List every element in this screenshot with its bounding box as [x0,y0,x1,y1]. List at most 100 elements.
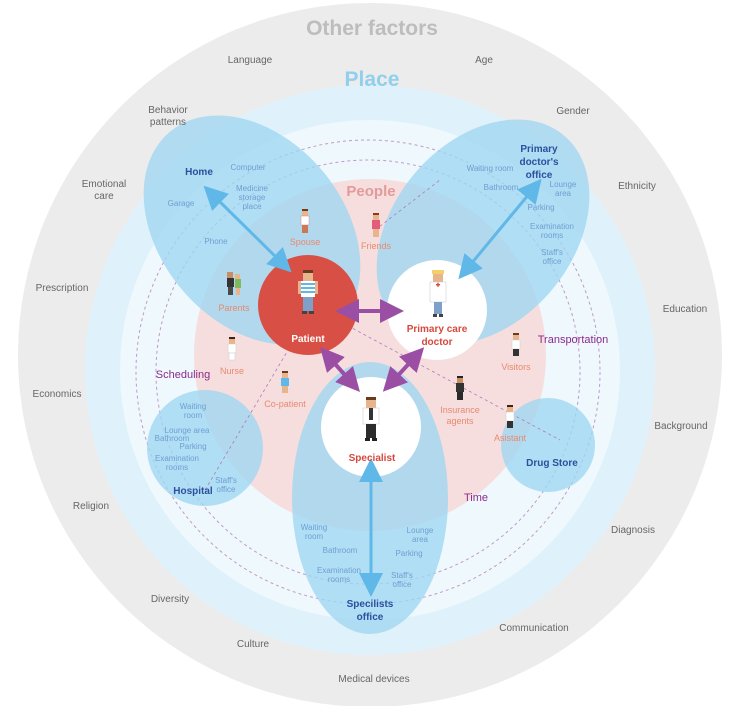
factor-language: Language [228,55,273,66]
hospital-blob [147,390,263,506]
home-medicine-storage: Medicine [236,184,269,193]
factor-emotional-care: Emotional [82,179,126,190]
home-patient-arrow [203,185,292,273]
factor-communication: Communication [499,623,568,634]
specialist-staff-office: Staff's [391,571,413,580]
core-patient: Patient [291,334,325,345]
specialist-figure-icon [362,397,380,441]
hospital-bathroom: Bathroom [155,434,190,443]
office-examination-rooms: Examination [530,222,574,231]
person-figure-icon [511,333,521,356]
factor-education: Education [663,304,707,315]
factor-diagnosis: Diagnosis [611,525,655,536]
people-title: People [346,183,395,200]
office-parking: Parking [527,203,554,212]
outer-dashed-orbit [135,139,601,605]
people-co-patient: Co-patient [264,399,306,409]
place-specialist-office: Specilists [347,599,394,610]
people-parents: Parents [218,303,250,313]
specialist-waiting-room: room [305,532,324,541]
person-figure-icon [227,272,241,295]
office-bathroom: Bathroom [484,183,519,192]
people-insurance-agents: agents [446,416,474,426]
specialist-waiting-room: Waiting [301,523,327,532]
process-scheduling: Scheduling [156,369,210,381]
office-staff-office: Staff's [541,248,563,257]
place-home: Home [185,167,213,178]
place-drug-store: Drug Store [526,458,578,469]
factor-ethnicity: Ethnicity [618,181,656,192]
people-visitors: Visitors [501,362,531,372]
factor-emotional-care: care [94,191,114,202]
core-primary-care-doctor: Primary care [407,324,468,335]
specialist-bathroom: Bathroom [323,546,358,555]
process-transportation: Transportation [538,334,609,346]
hospital-staff-office: Staff's [215,476,237,485]
core-specialist: Specialist [349,453,396,464]
person-figure-icon [505,405,515,428]
patient-specialist-arrow [320,347,360,392]
office-lounge-area: area [555,189,572,198]
people-insurance-agents: Insurance [440,405,480,415]
factor-background: Background [654,421,707,432]
place-specialist-office: office [357,612,384,623]
factor-behavior-patterns: patterns [150,117,186,128]
place-primary-office: doctor's [519,157,558,168]
factor-economics: Economics [33,389,82,400]
relation-line [374,179,441,231]
home-medicine-storage: place [242,202,262,211]
specialist-lounge-area: Lounge [407,526,434,535]
hospital-waiting-room: room [184,411,203,420]
place-primary-office: Primary [520,144,558,155]
office-doctor-arrow [458,178,542,280]
person-figure-icon [300,209,310,233]
place-hospital: Hospital [173,486,213,497]
patient-figure-icon [298,270,318,314]
office-lounge-area: Lounge [550,180,577,189]
person-figure-icon [372,213,380,237]
doctor-figure-icon [429,270,447,317]
factor-prescription: Prescription [36,283,89,294]
hospital-examination-rooms: rooms [166,463,188,472]
people-spouse: Spouse [290,237,321,247]
factor-medical-devices: Medical devices [338,674,409,685]
people-friends: Friends [361,241,392,251]
hospital-waiting-room: Waiting [180,402,206,411]
factor-age: Age [475,55,493,66]
factor-diversity: Diversity [151,594,189,605]
office-waiting-room: Waiting room [467,164,514,173]
hospital-examination-rooms: Examination [155,454,199,463]
factor-culture: Culture [237,639,270,650]
specialist-parking: Parking [395,549,422,558]
specialist-examination-rooms: Examination [317,566,361,575]
drug-store-blob [501,398,595,492]
office-staff-office: office [543,257,563,266]
specialist-lounge-area: area [412,535,429,544]
person-figure-icon [227,337,237,361]
specialist-staff-office: office [393,580,413,589]
place-primary-office: office [526,170,553,181]
home-computer: Computer [230,163,265,172]
factor-gender: Gender [556,106,590,117]
doctor-specialist-arrow [382,347,425,392]
hospital-lounge-area: Lounge area [165,426,210,435]
people-asistant: Asistant [494,433,527,443]
person-figure-icon [456,376,464,400]
home-garage: Garage [168,199,195,208]
factor-behavior-patterns: Behavior [148,105,188,116]
core-primary-care-doctor: doctor [421,337,452,348]
office-examination-rooms: rooms [541,231,563,240]
home-phone: Phone [204,237,228,246]
factor-religion: Religion [73,501,109,512]
people-nurse: Nurse [220,366,244,376]
hospital-parking: Parking [179,442,206,451]
place-title: Place [345,68,400,91]
process-time: Time [464,492,488,504]
home-medicine-storage: storage [239,193,266,202]
hospital-staff-office: office [217,485,237,494]
other-factors-title: Other factors [306,17,438,40]
relation-line [204,329,301,491]
specialist-examination-rooms: rooms [328,575,350,584]
person-figure-icon [281,371,289,393]
